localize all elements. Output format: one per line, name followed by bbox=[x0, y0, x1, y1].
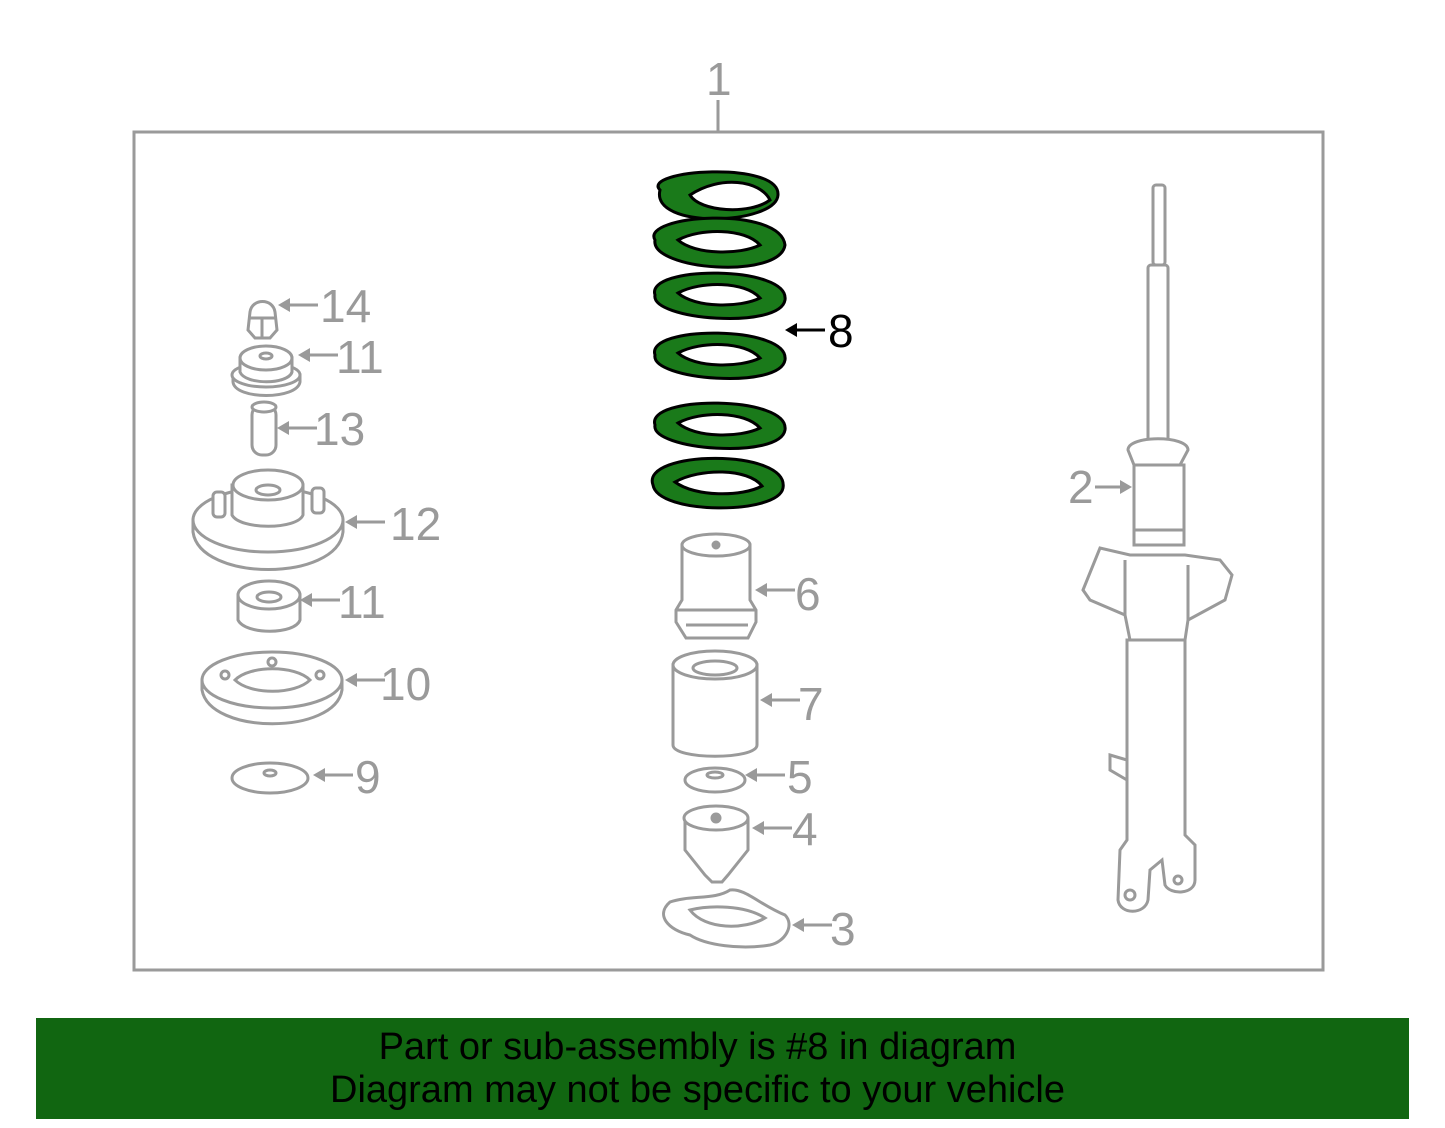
callout-5[interactable]: 5 bbox=[787, 751, 813, 803]
leader-3-arrowhead bbox=[792, 918, 804, 932]
lower-seat-part-3[interactable] bbox=[662, 888, 791, 949]
bump-stop-part-6[interactable] bbox=[674, 532, 758, 640]
leader-6-arrowhead bbox=[755, 583, 767, 597]
banner-line-2: Diagram may not be specific to your vehi… bbox=[330, 1069, 1065, 1111]
bushing-part-11-upper[interactable] bbox=[230, 344, 302, 397]
coil-spring-part-8[interactable] bbox=[650, 170, 787, 510]
callout-12[interactable]: 12 bbox=[390, 498, 441, 550]
callout-10[interactable]: 10 bbox=[380, 658, 431, 710]
parts-diagram: 1 8 6 7 5 bbox=[132, 53, 1325, 972]
assembly-frame bbox=[132, 130, 1325, 972]
leader-5-arrowhead bbox=[745, 768, 757, 782]
strut-part-2[interactable] bbox=[1081, 183, 1234, 913]
washer-part-5[interactable] bbox=[683, 766, 747, 794]
spring-seat-part-10[interactable] bbox=[200, 650, 344, 726]
callout-7[interactable]: 7 bbox=[798, 678, 824, 730]
callout-2[interactable]: 2 bbox=[1068, 461, 1094, 513]
leader-8-arrowhead bbox=[785, 323, 797, 337]
callout-6[interactable]: 6 bbox=[795, 568, 821, 620]
callout-9[interactable]: 9 bbox=[355, 751, 381, 803]
callout-11-lower[interactable]: 11 bbox=[338, 576, 386, 628]
callout-4[interactable]: 4 bbox=[792, 803, 818, 855]
leader-7-arrowhead bbox=[760, 693, 772, 707]
leader-11-lower-arrowhead bbox=[300, 593, 312, 607]
leader-11-upper-arrowhead bbox=[298, 348, 310, 362]
callout-11-upper[interactable]: 11 bbox=[336, 331, 384, 383]
leader-13-arrowhead bbox=[277, 421, 289, 435]
callout-3[interactable]: 3 bbox=[830, 903, 856, 955]
callout-1[interactable]: 1 bbox=[706, 53, 732, 105]
leader-12-arrowhead bbox=[345, 515, 357, 529]
callout-8[interactable]: 8 bbox=[828, 305, 854, 357]
callout-14[interactable]: 14 bbox=[320, 280, 371, 332]
callout-13[interactable]: 13 bbox=[314, 403, 365, 455]
bumper-part-4[interactable] bbox=[682, 804, 750, 884]
banner-line-1: Part or sub-assembly is #8 in diagram bbox=[378, 1026, 1017, 1068]
mount-part-12[interactable] bbox=[191, 468, 345, 571]
leader-10-arrowhead bbox=[345, 673, 357, 687]
cap-part-14[interactable] bbox=[246, 300, 279, 340]
leader-2-arrowhead bbox=[1120, 480, 1132, 494]
leader-9-arrowhead bbox=[313, 768, 325, 782]
bushing-part-11-lower[interactable] bbox=[236, 579, 302, 633]
collar-part-13[interactable] bbox=[250, 400, 278, 457]
info-banner: Part or sub-assembly is #8 in diagram Di… bbox=[36, 1018, 1409, 1119]
washer-part-9[interactable] bbox=[230, 761, 310, 795]
leader-14-arrowhead bbox=[278, 298, 290, 312]
dust-cover-part-7[interactable] bbox=[671, 649, 759, 758]
leader-4-arrowhead bbox=[752, 821, 764, 835]
